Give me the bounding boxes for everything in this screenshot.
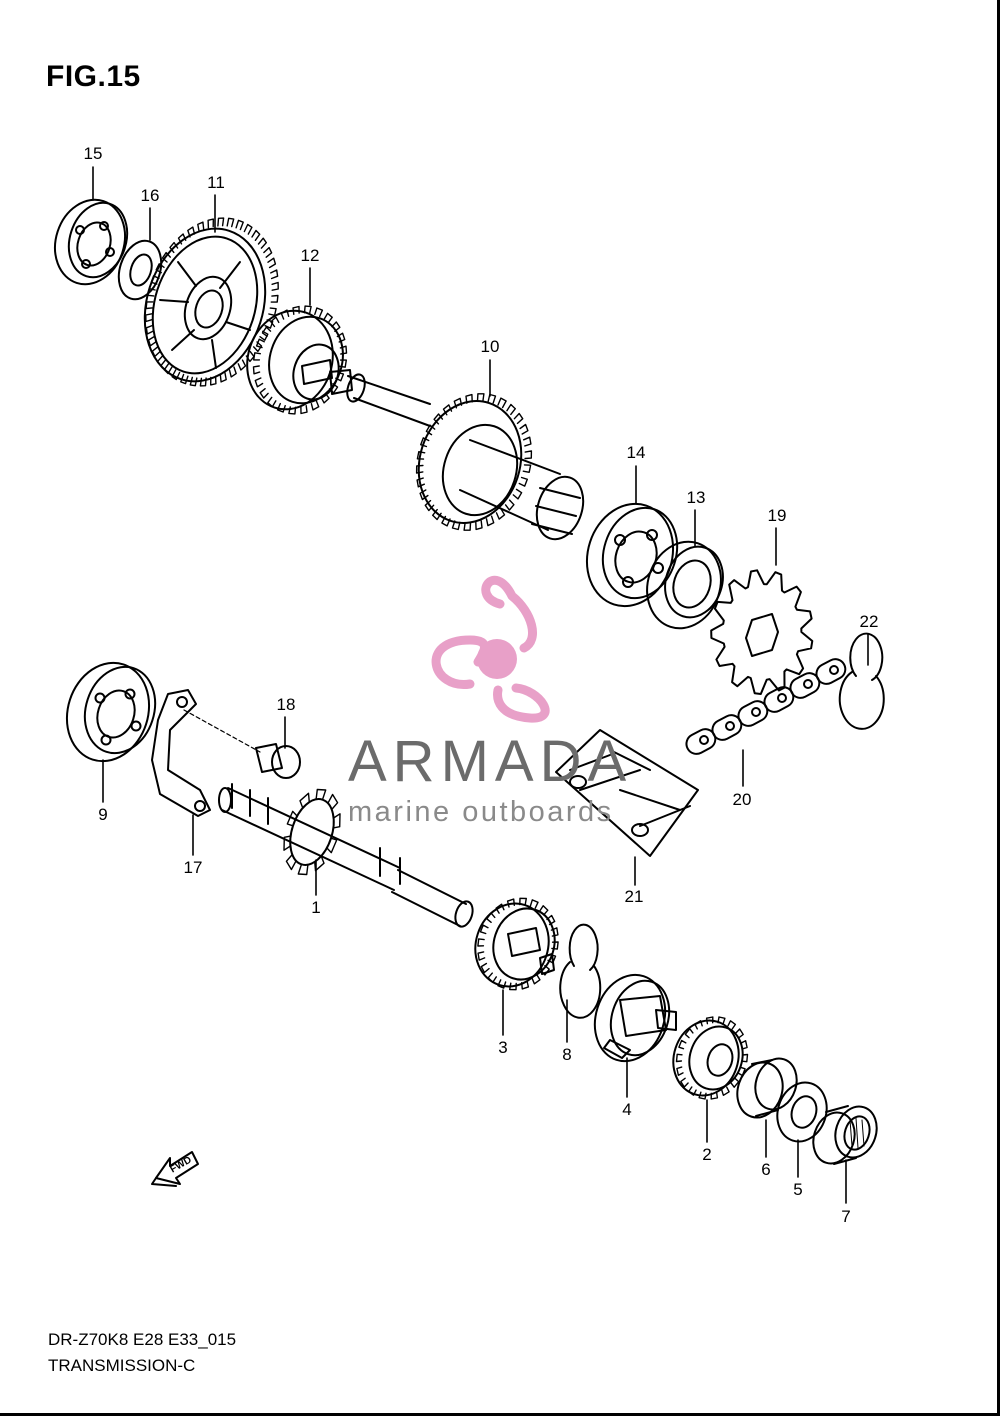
callout-22[interactable]: 22 <box>859 612 879 631</box>
part-11-gear <box>143 227 267 383</box>
page-border-right <box>997 0 1000 1416</box>
callout-17[interactable]: 17 <box>183 858 203 877</box>
callout-7[interactable]: 7 <box>841 1207 851 1226</box>
part-10-countershaft <box>329 369 585 541</box>
part-19-sprocket <box>710 569 814 695</box>
part-11-teeth <box>145 217 279 387</box>
leader-lines <box>92 166 869 1204</box>
teeth1-path <box>283 788 341 876</box>
part-14-bearing <box>585 502 679 608</box>
part-3-gear <box>474 902 556 988</box>
chain-pin <box>803 679 813 689</box>
part-12-teeth <box>252 305 348 415</box>
callout-12[interactable]: 12 <box>300 246 320 265</box>
part-13-oil-seal <box>646 540 724 630</box>
callout-8[interactable]: 8 <box>562 1045 572 1064</box>
chain-link <box>815 658 847 685</box>
part-15-bearing <box>54 198 129 286</box>
callout-2[interactable]: 2 <box>702 1145 712 1164</box>
part-3-teeth <box>477 897 559 991</box>
callout-21[interactable]: 21 <box>624 887 644 906</box>
chain-pin <box>777 693 787 703</box>
callout-5[interactable]: 5 <box>793 1180 803 1199</box>
brand-logo-icon <box>431 575 550 723</box>
callout-6[interactable]: 6 <box>761 1160 771 1179</box>
watermark-tagline: marine outboards <box>348 796 614 828</box>
teeth3-path <box>477 897 559 991</box>
teeth10-path <box>415 393 533 531</box>
footer-model-code: DR-Z70K8 E28 E33_015 <box>48 1330 237 1349</box>
chain-pin <box>751 707 761 717</box>
callout-11[interactable]: 11 <box>207 173 225 192</box>
callout-4[interactable]: 4 <box>622 1100 632 1119</box>
part-9-bearing <box>65 661 157 763</box>
figure-title: FIG.15 <box>46 60 141 93</box>
part-22-circlip <box>838 632 885 730</box>
callout-13[interactable]: 13 <box>686 488 706 507</box>
chain-pin <box>829 665 839 675</box>
chain-pin <box>725 721 735 731</box>
part-5-washer <box>776 1081 828 1143</box>
callout-15[interactable]: 15 <box>83 144 103 163</box>
part-4-hub <box>593 973 677 1063</box>
part-6-spacer <box>736 1057 798 1119</box>
part-20-drive-chain <box>685 658 847 755</box>
part-18-bolt <box>183 709 301 779</box>
callout-9[interactable]: 9 <box>98 805 108 824</box>
part-17-bearing-retainer <box>151 689 211 817</box>
callout-3[interactable]: 3 <box>498 1038 508 1057</box>
page-border-bottom <box>0 1413 1000 1416</box>
callout-14[interactable]: 14 <box>626 443 646 462</box>
fwd-arrow-icon <box>151 1151 199 1187</box>
part-10-teeth <box>415 393 533 531</box>
callout-1[interactable]: 1 <box>311 898 321 917</box>
part-21-master-link <box>555 729 699 857</box>
teeth12-path <box>252 305 348 415</box>
part-16-washer <box>117 239 163 301</box>
callout-20[interactable]: 20 <box>732 790 752 809</box>
callout-19[interactable]: 19 <box>767 506 787 525</box>
part-7-needle-bearing <box>812 1105 878 1165</box>
part-8-circlip <box>559 923 602 1019</box>
footer-section-name: TRANSMISSION-C <box>48 1356 196 1375</box>
callout-16[interactable]: 16 <box>140 186 160 205</box>
teeth11-path <box>145 217 279 387</box>
part-1-teeth <box>283 788 341 876</box>
callout-10[interactable]: 10 <box>480 337 500 356</box>
callout-18[interactable]: 18 <box>276 695 296 714</box>
watermark-brand: ARMADA <box>348 729 633 794</box>
chain-pin <box>699 735 709 745</box>
